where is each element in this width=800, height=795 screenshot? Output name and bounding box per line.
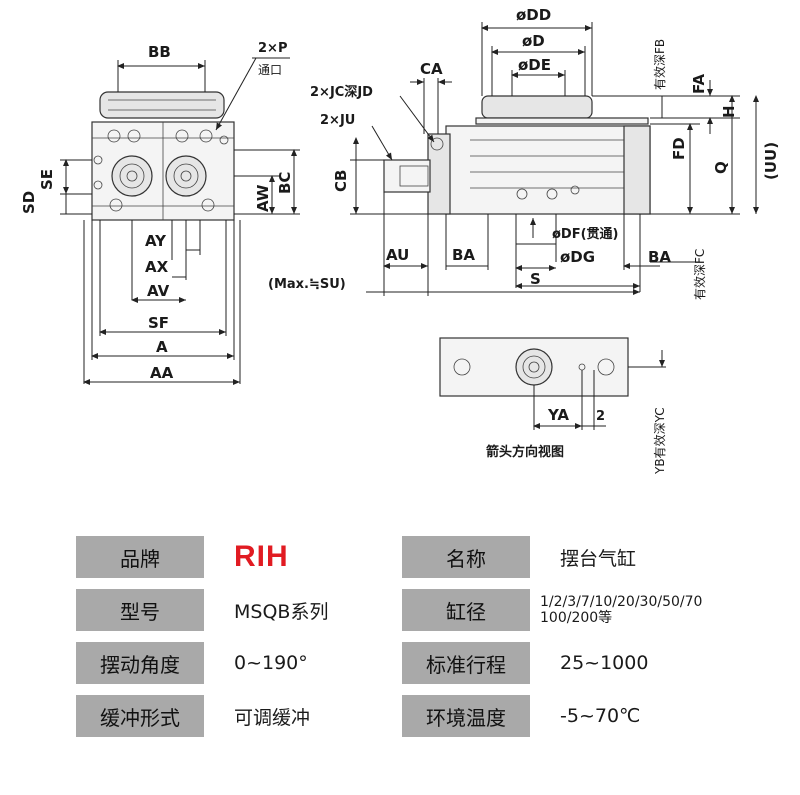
spec-key-name: 名称 [402, 536, 530, 578]
label-s: S [530, 270, 541, 288]
spec-value-cushion: 可调缓冲 [204, 695, 402, 737]
spec-value-bore-line1: 1/2/3/7/10/20/30/50/70 [540, 594, 703, 610]
label-fb: 有效深FB [652, 39, 667, 90]
label-ya: YA [547, 406, 569, 424]
label-fa: FA [690, 73, 708, 94]
label-bc: BC [276, 172, 294, 194]
label-cb: CB [332, 170, 350, 192]
spec-key-stroke: 标准行程 [402, 642, 530, 684]
spec-key-brand: 品牌 [76, 536, 204, 578]
label-ba-left: BA [452, 246, 475, 264]
spec-value-bore: 1/2/3/7/10/20/30/50/70 100/200等 [530, 589, 728, 631]
spec-key-bore: 缸径 [402, 589, 530, 631]
spec-key-temperature: 环境温度 [402, 695, 530, 737]
label-ay: AY [145, 232, 167, 250]
dimension-drawing: BB 2×P 通口 SD SE AW BC AY AX AV SF A AA ø… [20, 6, 780, 475]
brand-logo: RIH [234, 540, 289, 573]
side-view [350, 22, 759, 296]
label-fd: FD [670, 137, 688, 160]
label-aw: AW [254, 184, 272, 212]
label-2: 2 [596, 409, 605, 424]
label-d: øD [522, 32, 545, 50]
label-de: øDE [518, 56, 551, 74]
spec-row-angle: 摆动角度 0~190° 标准行程 25~1000 [76, 642, 728, 684]
label-aa: AA [150, 364, 174, 382]
label-fc: 有效深FC [692, 249, 707, 300]
label-sf: SF [148, 314, 169, 332]
label-port: 通口 [258, 63, 282, 77]
label-max-su: (Max.≒SU) [268, 277, 346, 292]
spec-value-name: 摆台气缸 [530, 536, 728, 578]
spec-value-stroke: 25~1000 [530, 642, 728, 684]
label-2xp: 2×P [258, 41, 287, 56]
spec-value-temperature: -5~70℃ [530, 695, 728, 737]
spec-value-bore-line2: 100/200等 [540, 610, 613, 626]
label-se: SE [38, 169, 56, 190]
label-ju: 2×JU [320, 113, 355, 128]
label-jc: 2×JC深JD [310, 84, 373, 100]
spec-key-cushion: 缓冲形式 [76, 695, 204, 737]
label-av: AV [147, 282, 170, 300]
front-view [60, 57, 300, 385]
label-bb: BB [148, 43, 171, 61]
arrow-view-caption: 箭头方向视图 [486, 444, 564, 460]
label-sd: SD [20, 191, 38, 214]
label-h: H [720, 105, 738, 118]
spec-row-cushion: 缓冲形式 可调缓冲 环境温度 -5~70℃ [76, 695, 728, 737]
spec-value-model: MSQB系列 [204, 589, 402, 631]
spec-value-angle: 0~190° [204, 642, 402, 684]
spec-row-model: 型号 MSQB系列 缸径 1/2/3/7/10/20/30/50/70 100/… [76, 589, 728, 631]
label-q: Q [712, 161, 730, 174]
label-uu: (UU) [762, 142, 780, 180]
label-dd: øDD [516, 6, 551, 24]
spec-row-brand: 品牌 RIH 名称 摆台气缸 [76, 536, 728, 578]
label-yb-yc: YB有效深YC [652, 407, 667, 475]
label-ca: CA [420, 60, 443, 78]
label-ax: AX [145, 258, 169, 276]
label-df: øDF(贯通) [552, 226, 619, 242]
label-ba-right: BA [648, 248, 671, 266]
drawing-labels: BB 2×P 通口 SD SE AW BC AY AX AV SF A AA ø… [20, 6, 780, 475]
spec-key-angle: 摆动角度 [76, 642, 204, 684]
label-dg: øDG [560, 248, 595, 266]
label-a: A [156, 338, 168, 356]
label-au: AU [386, 246, 409, 264]
spec-value-brand: RIH [204, 536, 402, 578]
spec-key-model: 型号 [76, 589, 204, 631]
arrow-direction-view [439, 337, 666, 430]
